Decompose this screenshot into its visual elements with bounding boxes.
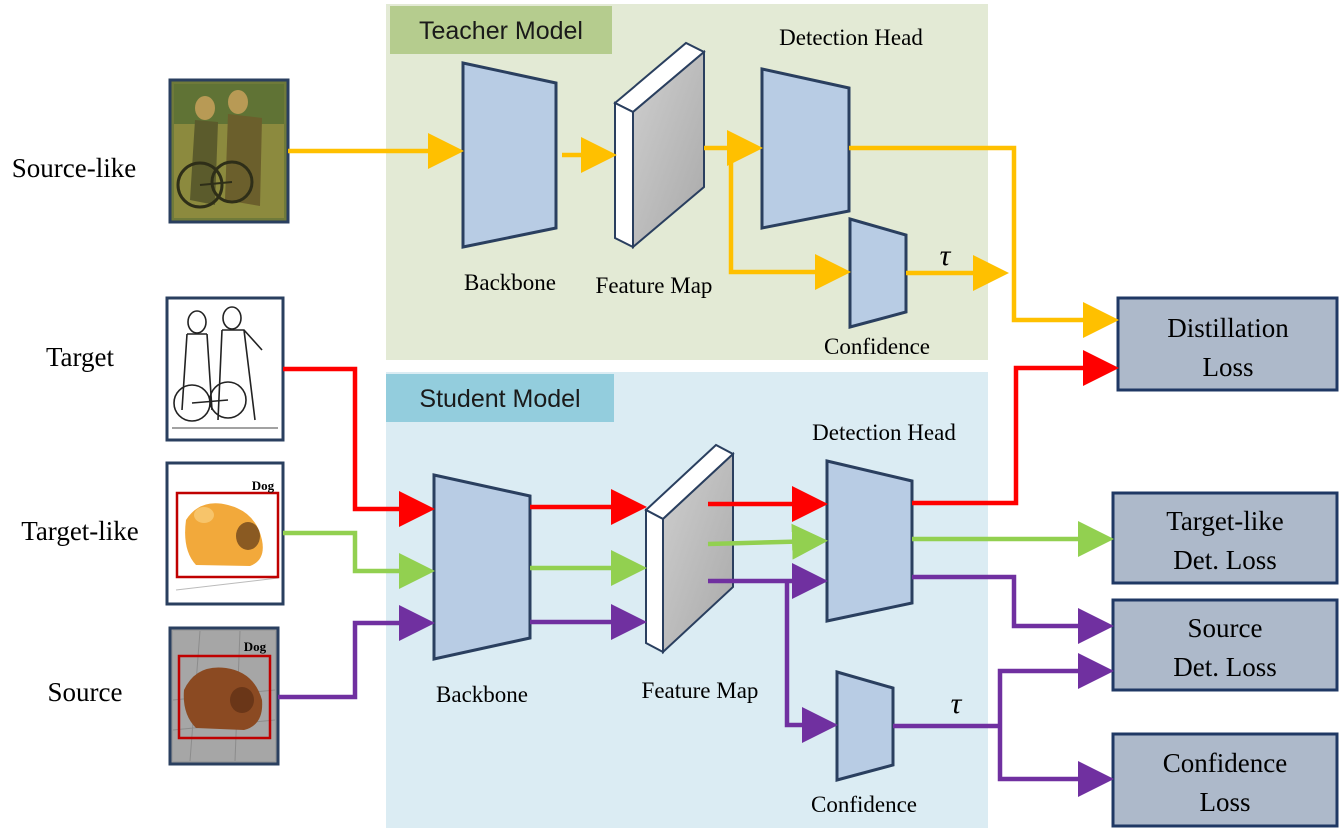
teacher-confidence-label: Confidence (824, 334, 930, 359)
student-detection-head (825, 459, 914, 623)
teacher-feature-map-label: Feature Map (596, 273, 713, 298)
target-like-image: Dog (165, 461, 285, 606)
teacher-backbone (461, 61, 558, 249)
arrow-student-head-to-source-det-loss (912, 574, 1114, 644)
source-det-loss-line1: Source (1188, 613, 1263, 643)
target-like-det-loss-line2: Det. Loss (1173, 545, 1277, 575)
target-like-dog-label: Dog (252, 478, 275, 493)
input-label-source: Source (48, 677, 123, 707)
source-image: Dog (168, 626, 280, 766)
arrow-teacher-head-to-distillation (849, 145, 1119, 338)
student-feature-map-label: Feature Map (642, 678, 759, 703)
source-dog-label: Dog (244, 639, 267, 654)
source-det-loss-box: Source Det. Loss (1111, 598, 1339, 692)
distillation-loss-box: Distillation Loss (1116, 296, 1339, 392)
target-like-det-loss-line1: Target-like (1166, 506, 1284, 536)
input-label-target-like: Target-like (21, 516, 139, 546)
distillation-loss-line2: Loss (1202, 352, 1253, 382)
student-tau: τ (951, 687, 963, 720)
target-flow-arrows (283, 350, 1119, 527)
teacher-feature-map (613, 41, 706, 250)
student-detection-head-label: Detection Head (812, 420, 956, 445)
arrow-target-to-student-backbone (283, 366, 435, 527)
source-bbox (177, 654, 272, 740)
teacher-title: Teacher Model (419, 17, 583, 45)
arrow-student-confidence-to-source-det-loss (997, 653, 1114, 726)
student-title: Student Model (419, 385, 580, 413)
target-like-bbox (175, 491, 280, 579)
student-feature-map (644, 443, 735, 655)
student-confidence-block (835, 670, 895, 782)
target-image (165, 296, 285, 442)
input-label-target: Target (46, 342, 115, 372)
teacher-detection-head (760, 67, 851, 230)
arrow-student-confidence-to-confidence-loss (997, 726, 1114, 797)
student-backbone-label: Backbone (436, 682, 528, 707)
distillation-loss-line1: Distillation (1167, 313, 1289, 343)
arrow-student-feature-map-to-confidence (784, 581, 838, 743)
teacher-title-tag (390, 6, 612, 54)
target-like-flow-arrows (283, 521, 1114, 589)
arrow-source-to-student-backbone (278, 605, 435, 700)
source-like-image (168, 78, 290, 224)
teacher-flow-arrows (288, 130, 1119, 338)
confidence-loss-line1: Confidence (1163, 748, 1287, 778)
target-like-det-loss-box: Target-like Det. Loss (1111, 491, 1339, 585)
teacher-detection-head-label: Detection Head (779, 25, 923, 50)
teacher-backbone-label: Backbone (464, 270, 556, 295)
student-confidence-label: Confidence (811, 792, 917, 817)
input-label-source-like: Source-like (12, 153, 136, 183)
source-det-loss-line2: Det. Loss (1173, 652, 1277, 682)
student-title-tag (386, 374, 614, 422)
teacher-confidence-block (848, 217, 908, 329)
arrow-student-head-to-distillation (912, 350, 1119, 506)
student-backbone (432, 473, 532, 661)
confidence-loss-box: Confidence Loss (1111, 732, 1339, 828)
arrow-target-like-to-student-backbone (283, 530, 435, 589)
confidence-loss-line2: Loss (1199, 787, 1250, 817)
arrow-teacher-feature-map-to-confidence (728, 148, 851, 290)
arrow-student-feature-map-green-to-head (707, 523, 828, 560)
teacher-tau: τ (940, 239, 952, 272)
source-flow-arrows (278, 563, 1114, 797)
